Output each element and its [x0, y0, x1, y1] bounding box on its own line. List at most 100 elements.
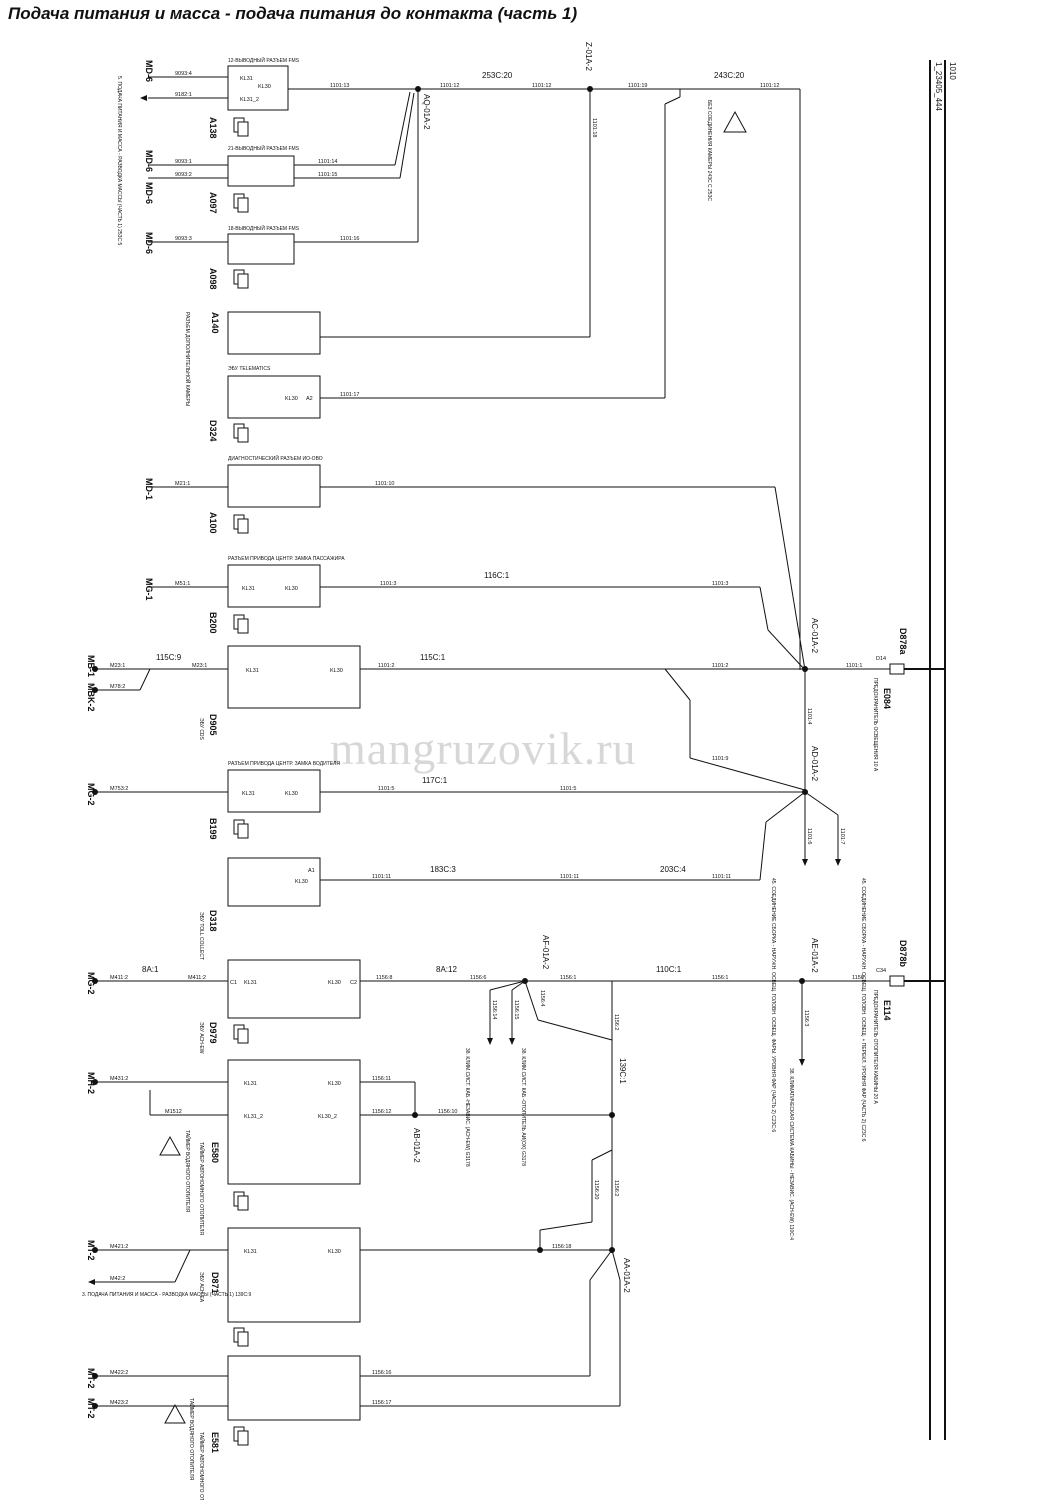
ground-label: M411:2	[110, 975, 128, 981]
ground-label: M423:2	[110, 1400, 128, 1406]
connector-label: 139C:1	[618, 1058, 627, 1084]
wire-label: 1101:11	[372, 874, 391, 880]
connector-label: 253C:20	[482, 71, 513, 80]
ground-label: M753:2	[110, 786, 128, 792]
component-name: ЭБУ TOLL COLLECT	[198, 912, 204, 960]
wire-label: 1101:12	[532, 83, 551, 89]
pin-label: KL31_2	[240, 97, 259, 103]
splice-label: Z-01A-2	[584, 42, 593, 71]
wire-label: 1101:10	[375, 481, 394, 487]
wire-label: 1156:16	[372, 1370, 391, 1376]
ground-ref: MD-6	[144, 182, 154, 204]
component-name: ЭБУ АСН-ЕА	[198, 1272, 204, 1303]
component-id: B200	[208, 612, 218, 634]
note: 38. КЛИМ.СИСТ. КАБ.-НЕЗАВИС. (АСН-ЕW) G3…	[464, 1048, 470, 1167]
component-name: ПРЕДОХРАНИТЕЛЬ ОТОПИТЕЛЯ КАБИНЫ 20 А	[872, 990, 878, 1104]
ground-label: M42:2	[110, 1276, 125, 1282]
note: 45. СОЕДИНЕНИЕ СБОРКА - НАРУЖН. ОСВЕЩ. Г…	[770, 878, 776, 1132]
connector-label: 243C:20	[714, 71, 745, 80]
component-id: E581	[210, 1432, 220, 1453]
component-id: D318	[208, 910, 218, 932]
pin-label: KL30	[330, 668, 343, 674]
wire-label: 1101:5	[378, 786, 394, 792]
ground-ref: MT-2	[86, 1398, 96, 1419]
ground-ref: MBK-2	[86, 683, 96, 712]
pin-label: KL30	[295, 879, 308, 885]
wire-label: 1101:17	[340, 392, 359, 398]
wire-label: 1101:9	[712, 756, 728, 762]
ground-ref: MT-2	[86, 1240, 96, 1261]
ground-label: M23:1	[110, 663, 125, 669]
wire-label: 1101:3	[380, 581, 396, 587]
component-name: ЭБУ CDS	[198, 718, 204, 741]
page-title: Подача питания и масса - подача питания …	[8, 4, 578, 23]
component-id: D878b	[898, 940, 908, 968]
ground-label: M422:2	[110, 1370, 128, 1376]
component-name: РАЗЪЕМ ДОПОЛНИТЕЛЬНОЙ КАМЕРЫ	[184, 312, 192, 407]
ground-ref: MD-1	[144, 478, 154, 500]
ground-label: 9093:3	[175, 236, 192, 242]
wire-label: 1101:2	[378, 663, 394, 669]
ground-label: M23:1	[192, 663, 207, 669]
connector-label: 116C:1	[484, 571, 510, 580]
wire-label: 1101:13	[330, 83, 349, 89]
ground-ref: MH-2	[86, 1072, 96, 1094]
pin-label: KL31_2	[244, 1114, 263, 1120]
pin-label: KL31	[240, 76, 253, 82]
connector-label: 117C:1	[422, 776, 448, 785]
ground-label: M421:2	[110, 1244, 128, 1250]
wire-label: 1156:18	[552, 1244, 571, 1250]
ground-ref: MD-6	[144, 232, 154, 254]
ground-ref: MB-1	[86, 655, 96, 677]
ground-ref: MT-2	[86, 1368, 96, 1389]
component-id: E084	[882, 688, 892, 709]
ground-label: 9093:2	[175, 172, 192, 178]
wire-label: 1101:4	[806, 708, 812, 724]
note: 45. СОЕДИНЕНИЕ СБОРКА - НАРУЖН. ОСВЕЩ. Г…	[860, 878, 866, 1142]
wire-label: 1156:3	[803, 1010, 809, 1026]
note: БЕЗ СОЕДИНЕНИЯ КАМЕРЫ 243C С 253C	[706, 100, 712, 201]
note: ТАЙМЕР ВОДЯНОГО ОТОПИТЕЛЯ	[184, 1130, 192, 1213]
ground-label: M21:1	[175, 481, 190, 487]
pin-label: C2	[350, 980, 357, 986]
pin-label: KL30	[285, 396, 298, 402]
pin-label: KL30	[258, 84, 271, 90]
component-name: 18-ВЫВОДНЫЙ РАЗЪЕМ FMS	[228, 224, 300, 232]
component-name: РАЗЪЕМ ПРИВОДА ЦЕНТР. ЗАМКА ВОДИТЕЛЯ	[228, 761, 340, 767]
connector-label: 110C:1	[656, 965, 682, 974]
connector-label: 8A:12	[436, 965, 457, 974]
note: 3. ПОДАЧА ПИТАНИЯ И МАССА - РАЗВОДКА МАС…	[82, 1292, 251, 1298]
pin-label: KL30	[285, 791, 298, 797]
component-name: РАЗЪЕМ ПРИВОДА ЦЕНТР. ЗАМКА ПАССАЖИРА	[228, 556, 345, 562]
wire-label: 1156:10	[438, 1109, 457, 1115]
wire-label: 1101:7	[839, 828, 845, 844]
component-name: ЭБУ TELEMATICS	[228, 366, 271, 372]
note: 5. ПОДАЧА ПИТАНИЯ И МАССА - РАЗВОДКА МАС…	[116, 76, 122, 245]
ground-ref: MD-6	[144, 150, 154, 172]
wire-label: 1101:1	[846, 663, 862, 669]
pin-label: A1	[308, 868, 315, 874]
component-name: 21-ВЫВОДНЫЙ РАЗЪЕМ FMS	[228, 144, 300, 152]
pin-label: KL31	[242, 791, 255, 797]
wire-label: 1156:17	[372, 1400, 391, 1406]
ground-label: 9182:1	[175, 92, 192, 98]
ground-ref: MD-6	[144, 60, 154, 82]
pin-label: KL30	[328, 1081, 341, 1087]
pin-label: KL30_2	[318, 1114, 337, 1120]
component-name: ТАЙМЕР АВТОНОМНОГО ОТОПИТЕЛЯ	[198, 1432, 206, 1500]
wire-label: 1101:15	[318, 172, 337, 178]
connector-label: 8A:1	[142, 965, 159, 974]
wire-label: 1101:2	[712, 663, 728, 669]
wire-label: 1101:11	[560, 874, 579, 880]
pin-label: KL31	[242, 586, 255, 592]
ground-label: 9093:4	[175, 71, 192, 77]
wire-label: 1101:3	[712, 581, 728, 587]
ground-label: M51:1	[175, 581, 190, 587]
splice-label: AC-01A-2	[810, 618, 819, 654]
component-name: ТАЙМЕР АВТОНОМНОГО ОТОПИТЕЛЯ	[198, 1142, 206, 1235]
wire-label: 1101:19	[628, 83, 647, 89]
ground-label: M78:2	[110, 684, 125, 690]
component-name: ЭБУ АСН-ЕW	[198, 1022, 204, 1054]
ground-label: 9093:1	[175, 159, 192, 165]
ground-label: M1512	[165, 1109, 182, 1115]
